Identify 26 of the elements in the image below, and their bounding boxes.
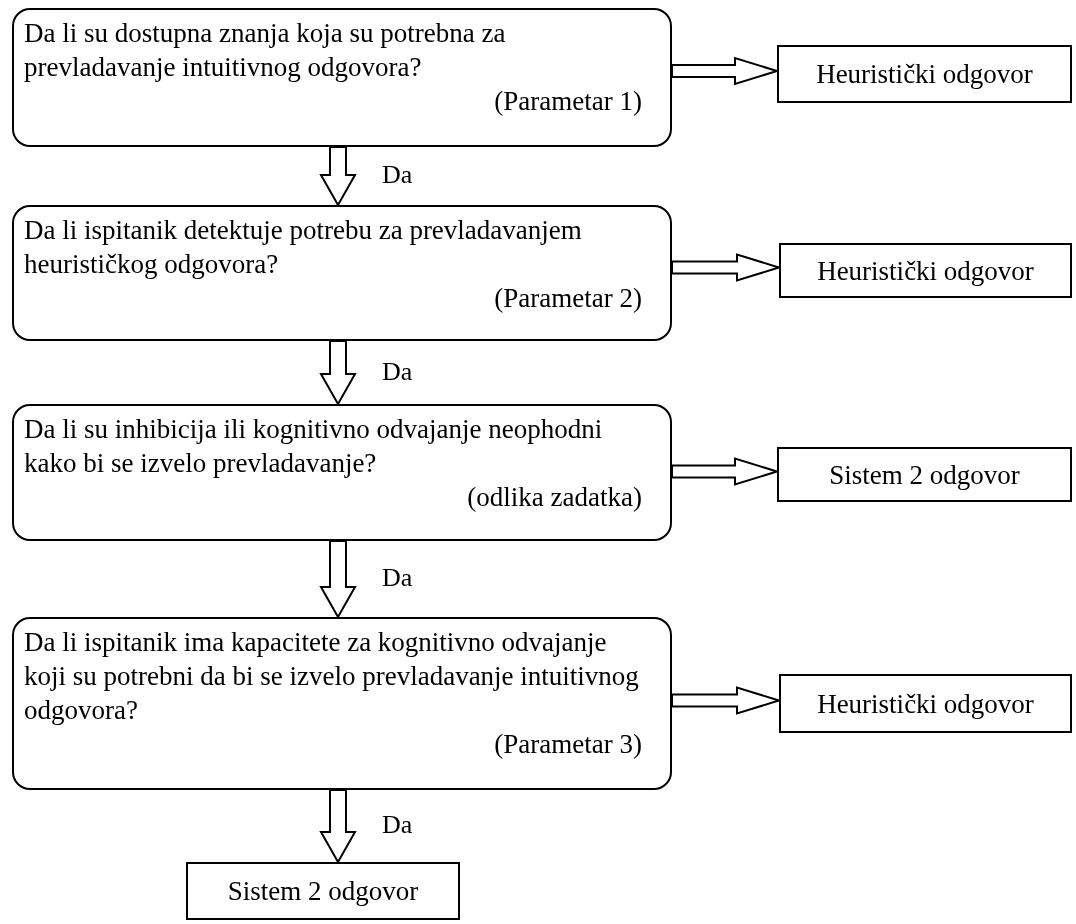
question-text: Da li ispitanik ima kapacitete za kognitivno odvajanje koji su potrebni da bi se izvelo prevladavanje intuitivnog odgovora? <box>24 626 640 727</box>
parameter-note: (Parametar 3) <box>493 728 642 761</box>
parameter-note: (Parametar 1) <box>493 85 642 118</box>
arrow <box>319 789 357 865</box>
answer-box <box>186 862 460 920</box>
answer-box <box>779 674 1072 733</box>
question-text: Da li su dostupna znanja koja su potrebna za prevladavanje intuitivnog odgovora? <box>24 17 507 84</box>
question-box <box>12 617 672 790</box>
answer-text: Sistem 2 odgovor <box>227 875 419 908</box>
answer-box <box>777 447 1072 502</box>
parameter-note: (odlika zadatka) <box>466 481 642 514</box>
answer-text: Heuristički odgovor <box>817 254 1034 288</box>
answer-box <box>777 45 1072 103</box>
arrow <box>319 340 357 407</box>
answer-text: Heuristički odgovor <box>816 58 1033 91</box>
answer-text: Heuristički odgovor <box>817 687 1034 721</box>
question-text: Da li su inhibicija ili kognitivno odvajanje neophodni kako bi se izvelo prevladavanje? <box>24 413 604 480</box>
question-box <box>12 8 672 147</box>
question-text: Da li ispitanik detektuje potrebu za prevladavanjem heurističkog odgovora? <box>24 214 583 281</box>
arrow <box>319 146 357 208</box>
answer-text: Sistem 2 odgovor <box>829 458 1020 492</box>
arrow <box>319 540 357 620</box>
answer-box <box>779 243 1072 298</box>
parameter-note: (Parametar 2) <box>493 282 642 315</box>
question-box <box>12 404 672 541</box>
question-box <box>12 205 672 341</box>
